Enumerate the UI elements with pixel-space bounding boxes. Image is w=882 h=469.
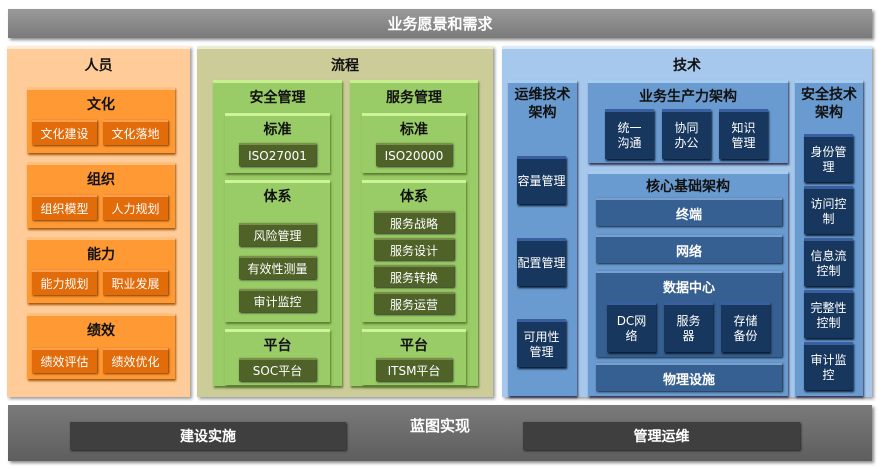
system-label: 体系 <box>400 189 428 205</box>
vision-title: 业务愿景和需求 <box>387 15 493 33</box>
ops-arch-column: 运维技术架构 容量管理 配置管理 可用性管理 <box>508 80 577 396</box>
group-performance: 绩效 绩效评估 绩效优化 <box>27 313 175 379</box>
tech-panel: 技术 运维技术架构 容量管理 配置管理 可用性管理 业务生产力架构 统一沟通 协… <box>502 46 872 397</box>
dc-network-button[interactable]: DC网络 <box>607 302 656 352</box>
process-panel: 流程 安全管理 标准 ISO27001 体系 风险管理 有效性测量 审计监控 平… <box>197 46 493 397</box>
risk-mgmt-button[interactable]: 风险管理 <box>239 223 316 246</box>
access-control-button[interactable]: 访问控制 <box>804 186 853 234</box>
business-vision-bar: 业务愿景和需求 <box>8 9 872 38</box>
culture-landing-button[interactable]: 文化落地 <box>103 120 168 145</box>
server-button[interactable]: 服务器 <box>664 302 713 352</box>
column-title: 安全管理 <box>249 90 306 106</box>
group-title: 文化 <box>87 97 115 113</box>
service-design-button[interactable]: 服务设计 <box>374 238 454 260</box>
system-label: 体系 <box>263 189 292 205</box>
integrity-control-button[interactable]: 完整性控制 <box>804 290 853 338</box>
storage-backup-button[interactable]: 存储备份 <box>721 302 770 352</box>
network-button[interactable]: 网络 <box>596 235 782 263</box>
knowledge-mgmt-button[interactable]: 知识管理 <box>719 109 768 159</box>
blueprint-bar: 蓝图实现 建设实施 管理运维 <box>8 405 872 461</box>
group-culture: 文化 文化建设 文化落地 <box>27 87 175 153</box>
service-mgmt-column: 服务管理 标准 ISO20000 体系 服务战略 服务设计 服务转换 服务运营 … <box>350 80 478 386</box>
operation-button[interactable]: 管理运维 <box>523 422 800 450</box>
group-title: 能力 <box>87 247 115 263</box>
ops-arch-title: 运维技术架构 <box>514 87 571 121</box>
standard-label: 标准 <box>400 122 428 138</box>
service-operation-button[interactable]: 服务运营 <box>374 292 454 314</box>
blueprint-title: 蓝图实现 <box>409 417 470 435</box>
career-development-button[interactable]: 职业发展 <box>103 270 168 295</box>
group-title: 组织 <box>87 172 115 188</box>
audit-monitor-button[interactable]: 审计监控 <box>239 289 316 312</box>
platform-box: 平台 SOC平台 <box>225 329 330 385</box>
security-mgmt-column: 安全管理 标准 ISO27001 体系 风险管理 有效性测量 审计监控 平台 S… <box>213 80 342 386</box>
construction-button[interactable]: 建设实施 <box>70 422 346 450</box>
people-panel: 人员 文化 文化建设 文化落地 组织 组织模型 人力规划 能力 能力规划 职业发… <box>7 46 190 397</box>
hr-planning-button[interactable]: 人力规划 <box>103 195 168 220</box>
people-title: 人员 <box>84 58 113 74</box>
core-infra-title: 核心基础架构 <box>646 179 730 195</box>
platform-label: 平台 <box>263 338 292 354</box>
datacenter-title: 数据中心 <box>662 281 715 296</box>
performance-opt-button[interactable]: 绩效优化 <box>103 348 168 373</box>
culture-building-button[interactable]: 文化建设 <box>32 120 97 145</box>
productivity-title: 业务生产力架构 <box>639 89 737 105</box>
performance-eval-button[interactable]: 绩效评估 <box>32 348 97 373</box>
group-organization: 组织 组织模型 人力规划 <box>27 162 175 228</box>
service-strategy-button[interactable]: 服务战略 <box>374 211 454 233</box>
core-infra-box: 核心基础架构 终端 网络 数据中心 DC网络 服务器 存储备份 物理设施 <box>588 171 788 396</box>
org-model-button[interactable]: 组织模型 <box>32 195 97 220</box>
capacity-mgmt-button[interactable]: 容量管理 <box>517 156 566 204</box>
info-flow-control-button[interactable]: 信息流控制 <box>804 238 853 286</box>
system-box: 体系 风险管理 有效性测量 审计监控 <box>225 180 330 322</box>
audit-monitor-tech-button[interactable]: 审计监控 <box>804 342 853 390</box>
standard-box: 标准 ISO27001 <box>225 113 330 173</box>
platform-label: 平台 <box>400 338 428 354</box>
physical-facility-button[interactable]: 物理设施 <box>596 363 782 391</box>
iso27001-button[interactable]: ISO27001 <box>239 143 316 166</box>
platform-box: 平台 ITSM平台 <box>362 329 466 385</box>
standard-label: 标准 <box>263 122 292 138</box>
soc-platform-button[interactable]: SOC平台 <box>239 358 316 381</box>
identity-mgmt-button[interactable]: 身份管理 <box>804 134 853 182</box>
collab-office-button[interactable]: 协同办公 <box>662 109 711 159</box>
unified-comm-button[interactable]: 统一沟通 <box>605 109 654 159</box>
datacenter-box: 数据中心 DC网络 服务器 存储备份 <box>596 271 782 357</box>
group-capability: 能力 能力规划 职业发展 <box>27 237 175 303</box>
availability-mgmt-button[interactable]: 可用性管理 <box>517 319 566 367</box>
security-arch-column: 安全技术架构 身份管理 访问控制 信息流控制 完整性控制 审计监控 <box>795 80 863 396</box>
config-mgmt-button[interactable]: 配置管理 <box>517 238 566 286</box>
standard-box: 标准 ISO20000 <box>362 113 466 173</box>
iso20000-button[interactable]: ISO20000 <box>376 143 452 166</box>
effectiveness-button[interactable]: 有效性测量 <box>239 256 316 279</box>
capability-planning-button[interactable]: 能力规划 <box>32 270 97 295</box>
productivity-arch-box: 业务生产力架构 统一沟通 协同办公 知识管理 <box>588 80 788 163</box>
system-box: 体系 服务战略 服务设计 服务转换 服务运营 <box>362 180 466 322</box>
column-title: 服务管理 <box>386 90 442 106</box>
tech-title: 技术 <box>673 58 701 74</box>
itsm-platform-button[interactable]: ITSM平台 <box>376 358 452 381</box>
service-transition-button[interactable]: 服务转换 <box>374 265 454 287</box>
security-arch-title: 安全技术架构 <box>801 87 857 121</box>
group-title: 绩效 <box>87 323 115 339</box>
process-title: 流程 <box>331 58 359 74</box>
terminal-button[interactable]: 终端 <box>596 198 782 226</box>
